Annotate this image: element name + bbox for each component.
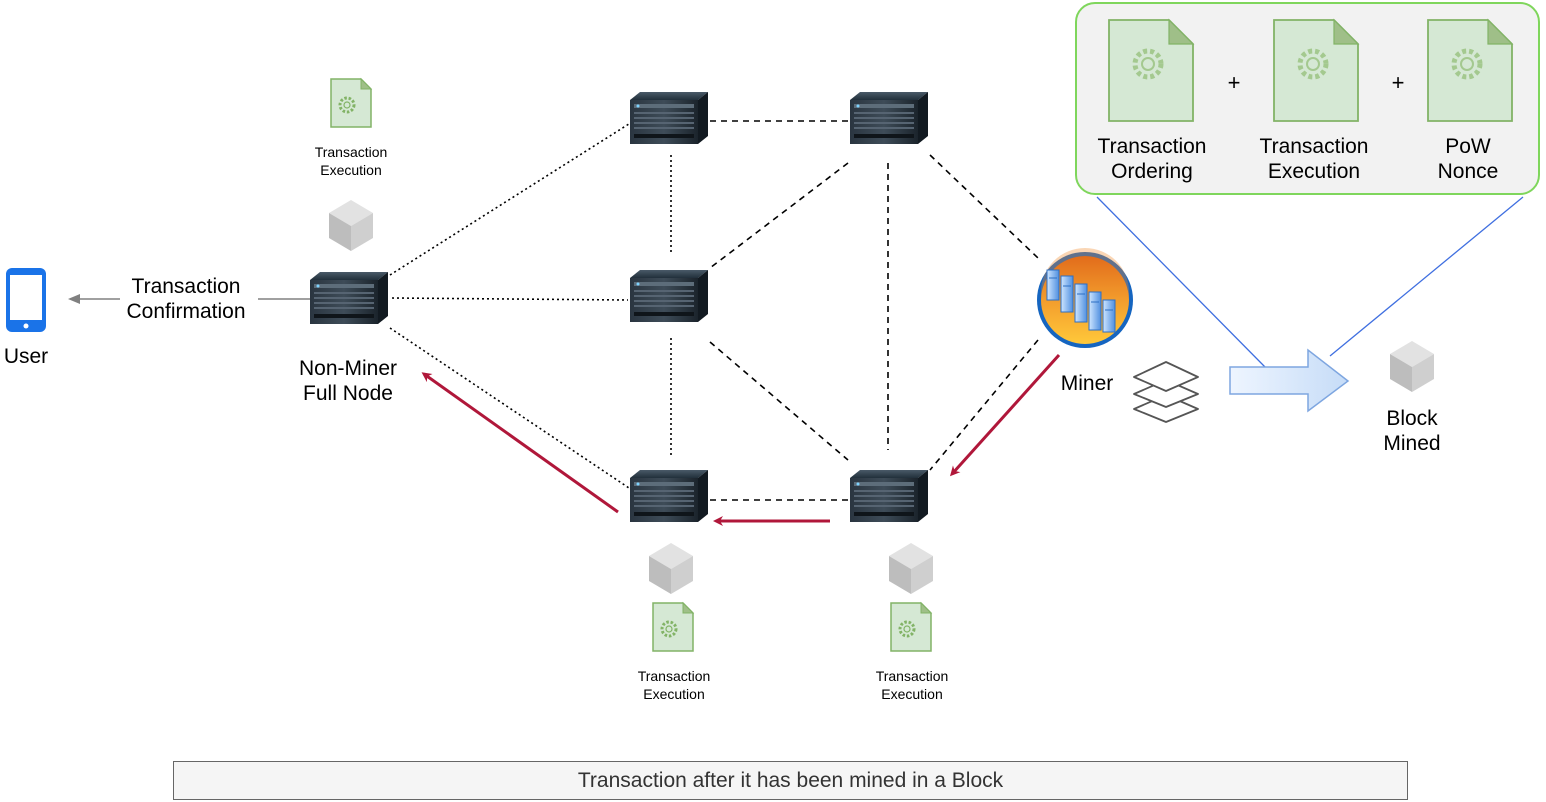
miner-icon bbox=[1037, 248, 1133, 348]
diagram-caption: Transaction after it has been mined in a… bbox=[173, 761, 1408, 800]
plus-sign: + bbox=[1227, 70, 1241, 95]
block-mined-arrow bbox=[1229, 348, 1350, 413]
propagation-arrow-nonminer bbox=[421, 372, 619, 514]
panel-item-line2: Nonce bbox=[1437, 160, 1499, 184]
panel-item-line1: Transaction bbox=[1259, 135, 1369, 158]
pow-nonce-doc-icon bbox=[1428, 20, 1512, 121]
panel-item-line1: PoW bbox=[1445, 135, 1491, 158]
server-icon bbox=[630, 270, 708, 322]
panel-item-line2: Ordering bbox=[1111, 160, 1193, 184]
transaction-execution-label: Transaction Execution bbox=[619, 667, 729, 703]
tx-execution-line2: Execution bbox=[643, 686, 705, 702]
block-cube-icon bbox=[649, 543, 693, 594]
confirmation-label-line1: Transaction bbox=[131, 275, 241, 298]
non-miner-label-line1: Non-Miner bbox=[298, 357, 398, 380]
layers-icon bbox=[1133, 361, 1199, 423]
user-label: User bbox=[3, 345, 49, 368]
panel-item-ordering-label: Transaction Ordering bbox=[1082, 134, 1222, 184]
transaction-execution-label: Transaction Execution bbox=[857, 667, 967, 703]
network-links bbox=[389, 120, 1039, 501]
plus-sign: + bbox=[1391, 70, 1405, 95]
tx-execution-line2: Execution bbox=[320, 162, 382, 178]
confirmation-label-line2: Confirmation bbox=[126, 300, 246, 324]
server-icon bbox=[850, 92, 928, 144]
transaction-confirmation-label: Transaction Confirmation bbox=[110, 274, 262, 324]
transaction-doc-icon bbox=[651, 601, 695, 653]
block-mined-line1: Block bbox=[1386, 407, 1438, 430]
tx-execution-line1: Transaction bbox=[314, 144, 388, 160]
propagation-arrow-miner bbox=[949, 353, 1061, 477]
tx-execution-line1: Transaction bbox=[637, 668, 711, 684]
block-mined-cube-icon bbox=[1390, 341, 1434, 392]
tx-execution-line2: Execution bbox=[881, 686, 943, 702]
panel-connectors bbox=[1096, 196, 1524, 369]
block-cube-icon bbox=[329, 200, 373, 251]
miner-label: Miner bbox=[1060, 372, 1114, 395]
server-icon bbox=[850, 470, 928, 522]
server-icon bbox=[630, 92, 708, 144]
non-miner-full-node-label: Non-Miner Full Node bbox=[278, 356, 418, 406]
transaction-doc-icon bbox=[329, 77, 373, 129]
block-mined-label: Block Mined bbox=[1362, 406, 1462, 456]
block-mined-line2: Mined bbox=[1383, 432, 1441, 456]
transaction-execution-label: Transaction Execution bbox=[296, 143, 406, 179]
block-cube-icon bbox=[889, 543, 933, 594]
transaction-execution-doc-icon bbox=[1274, 20, 1358, 121]
user-phone-icon bbox=[6, 268, 46, 332]
panel-item-line2: Execution bbox=[1267, 160, 1361, 184]
panel-item-line1: Transaction bbox=[1097, 135, 1207, 158]
server-icon bbox=[630, 470, 708, 522]
non-miner-label-line2: Full Node bbox=[303, 382, 393, 406]
panel-item-nonce-label: PoW Nonce bbox=[1418, 134, 1518, 184]
block-propagation-arrows bbox=[421, 353, 1061, 526]
transaction-doc-icon bbox=[889, 601, 933, 653]
tx-execution-line1: Transaction bbox=[875, 668, 949, 684]
transaction-ordering-doc-icon bbox=[1109, 20, 1193, 121]
server-icon bbox=[310, 272, 388, 324]
panel-item-execution-label: Transaction Execution bbox=[1244, 134, 1384, 184]
